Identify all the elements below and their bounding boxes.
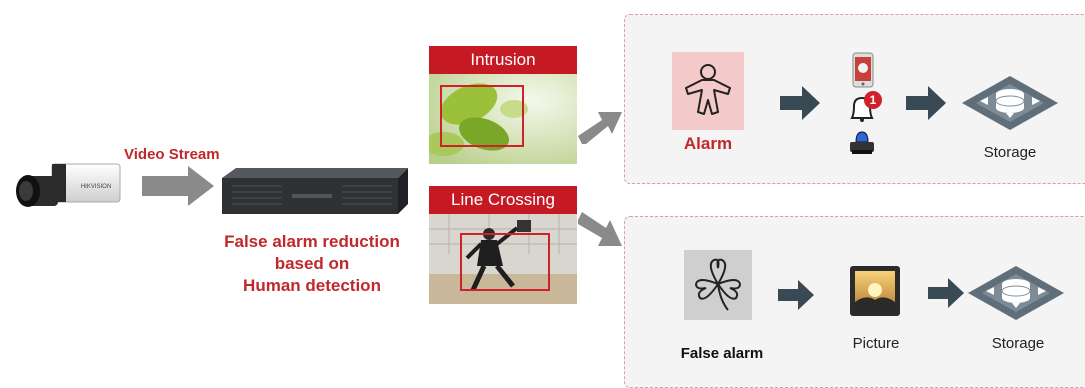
nvr-caption: False alarm reduction based on Human det…: [200, 231, 424, 297]
arrow-right-icon: [142, 166, 214, 211]
line-crossing-thumbnail: Line Crossing: [429, 186, 577, 304]
human-figure-icon: [685, 64, 731, 115]
arrow-right-icon: [778, 280, 814, 315]
camera-brand: HIKVISION: [81, 184, 111, 190]
storage-icon: [966, 264, 1066, 327]
arrow-right-icon: [928, 278, 964, 313]
leaves-image: [429, 74, 577, 164]
false-alarm-label: False alarm: [680, 345, 764, 362]
intrusion-thumbnail: Intrusion: [429, 46, 577, 164]
storage-icon: [960, 74, 1060, 137]
false-alarm-tile: [684, 250, 752, 320]
siren-icon: [846, 128, 878, 161]
camera-icon: HIKVISION: [8, 158, 126, 224]
smartphone-icon: [852, 52, 874, 93]
arrow-down-right-icon: [578, 210, 622, 255]
intrusion-title: Intrusion: [429, 46, 577, 74]
runner-image: [429, 214, 577, 304]
arrow-right-icon: [906, 86, 946, 125]
storage-label: Storage: [991, 335, 1045, 352]
alarm-tile: [672, 52, 744, 130]
alarm-label: Alarm: [683, 134, 733, 153]
nvr-caption-line: False alarm reduction: [224, 232, 400, 251]
notification-badge: 1: [864, 91, 882, 109]
clover-icon: [694, 258, 742, 311]
picture-icon: [850, 266, 900, 321]
storage-label: Storage: [983, 144, 1037, 161]
nvr-caption-line: based on: [274, 254, 350, 273]
arrow-up-right-icon: [578, 108, 622, 153]
line-crossing-title: Line Crossing: [429, 186, 577, 214]
nvr-device-icon: [222, 168, 408, 221]
nvr-caption-line: Human detection: [243, 276, 381, 295]
picture-label: Picture: [852, 335, 900, 352]
arrow-right-icon: [780, 86, 820, 125]
video-stream-label: Video Stream: [124, 146, 220, 163]
